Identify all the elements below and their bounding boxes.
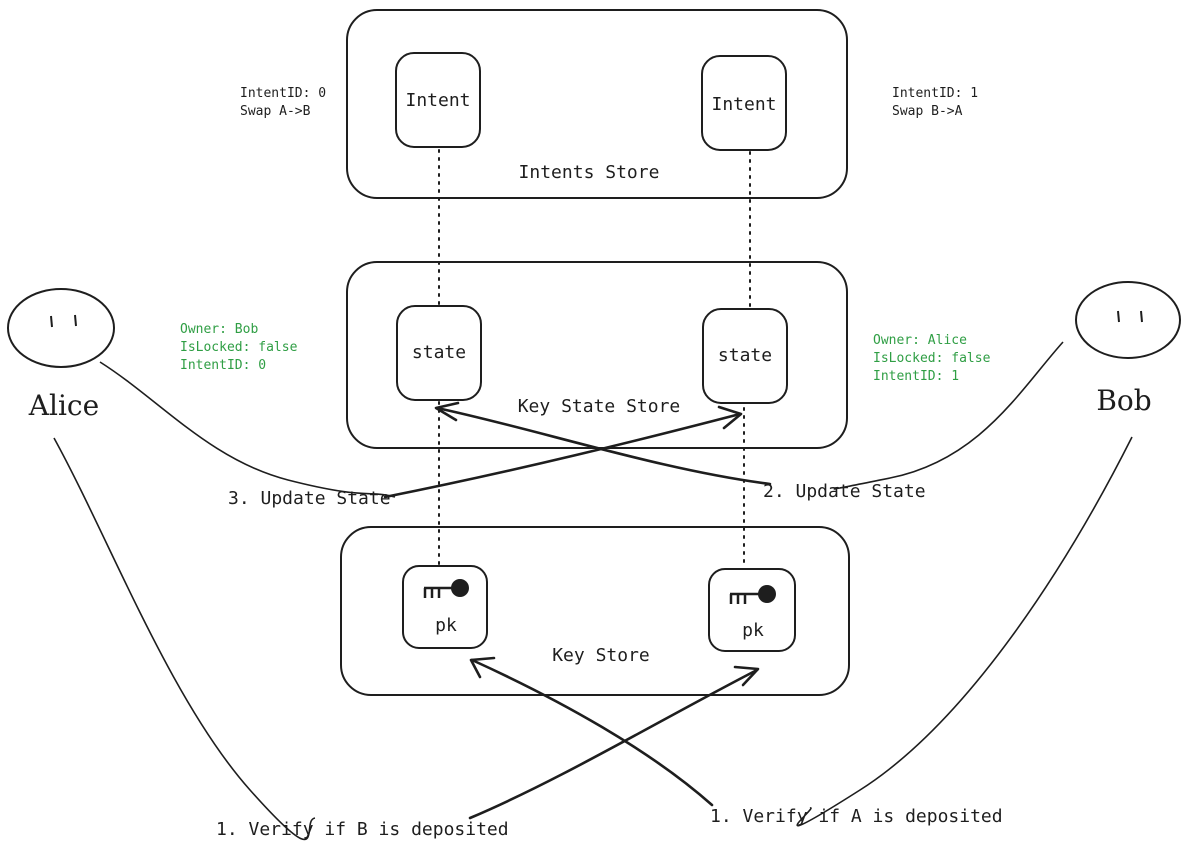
step-labels: 3. Update State 2. Update State 1. Verif…	[216, 481, 1003, 840]
arrow-verify-b	[468, 668, 759, 820]
state-right-locked: IsLocked: false	[873, 351, 991, 366]
state-right-intent-id: IntentID: 1	[873, 369, 959, 384]
alice-actor: Alice	[7, 288, 115, 422]
state-left-locked: IsLocked: false	[180, 340, 298, 355]
arrow-update-3-head	[717, 405, 743, 430]
pk-node-right-label: pk	[742, 620, 764, 641]
intent-node-right: Intent	[701, 55, 787, 151]
key-store: Key Store	[340, 526, 850, 696]
intents-store-label: Intents Store	[519, 162, 660, 183]
alice-to-update-3	[99, 361, 396, 498]
dotted-links	[438, 149, 751, 569]
state-right-owner: Owner: Alice	[873, 333, 967, 348]
state-node-left-label: state	[412, 342, 466, 363]
arrow-update-2	[435, 406, 772, 486]
state-right-annotation: Owner: Alice IsLocked: false IntentID: 1	[873, 333, 991, 384]
arrow-verify-b-head	[733, 665, 760, 687]
bob-label: Bob	[1096, 384, 1151, 417]
bob-to-verify-a	[796, 436, 1133, 827]
arrow-update-2-head	[434, 401, 460, 422]
pk-node-right: pk	[708, 568, 796, 652]
intent-node-right-label: Intent	[711, 94, 776, 115]
intent-left-swap: Swap A->B	[240, 104, 311, 119]
alice-label: Alice	[28, 389, 99, 422]
intent-left-id: IntentID: 0	[240, 86, 326, 101]
alice-head-icon	[7, 288, 115, 368]
key-icon	[423, 579, 469, 598]
step-update-state-3: 3. Update State	[228, 488, 391, 509]
state-node-left: state	[396, 305, 482, 401]
key-icon	[729, 585, 776, 604]
intent-node-left-label: Intent	[405, 90, 470, 111]
intent-node-left: Intent	[395, 52, 481, 148]
key-state-store-label: Key State Store	[518, 396, 681, 417]
intent-right-id: IntentID: 1	[892, 86, 978, 101]
step-verify-a: 1. Verify if A is deposited	[710, 806, 1003, 827]
state-node-right-label: state	[718, 345, 772, 366]
intent-right-swap: Swap B->A	[892, 104, 963, 119]
actor-connectors	[53, 341, 1133, 841]
bob-to-update-2	[833, 341, 1064, 490]
pk-node-left-label: pk	[435, 615, 457, 636]
key-store-label: Key Store	[552, 645, 650, 666]
intent-right-annotation: IntentID: 1 Swap B->A	[892, 86, 978, 119]
step-verify-b: 1. Verify if B is deposited	[216, 819, 509, 840]
bob-actor: Bob	[1075, 281, 1181, 417]
step-update-state-2: 2. Update State	[763, 481, 926, 502]
state-left-owner: Owner: Bob	[180, 322, 258, 337]
alice-to-verify-b	[53, 437, 316, 841]
state-left-annotation: Owner: Bob IsLocked: false IntentID: 0	[180, 322, 298, 373]
state-left-intent-id: IntentID: 0	[180, 358, 266, 373]
state-node-right: state	[702, 308, 788, 404]
intents-store: Intents Store	[346, 9, 848, 199]
arrow-update-3	[383, 412, 742, 499]
bold-arrows	[383, 401, 772, 820]
intent-left-annotation: IntentID: 0 Swap A->B	[240, 86, 326, 119]
bob-head-icon	[1075, 281, 1181, 359]
pk-node-left: pk	[402, 565, 488, 649]
arrow-verify-a-head	[469, 656, 496, 679]
arrow-verify-a	[470, 658, 714, 807]
